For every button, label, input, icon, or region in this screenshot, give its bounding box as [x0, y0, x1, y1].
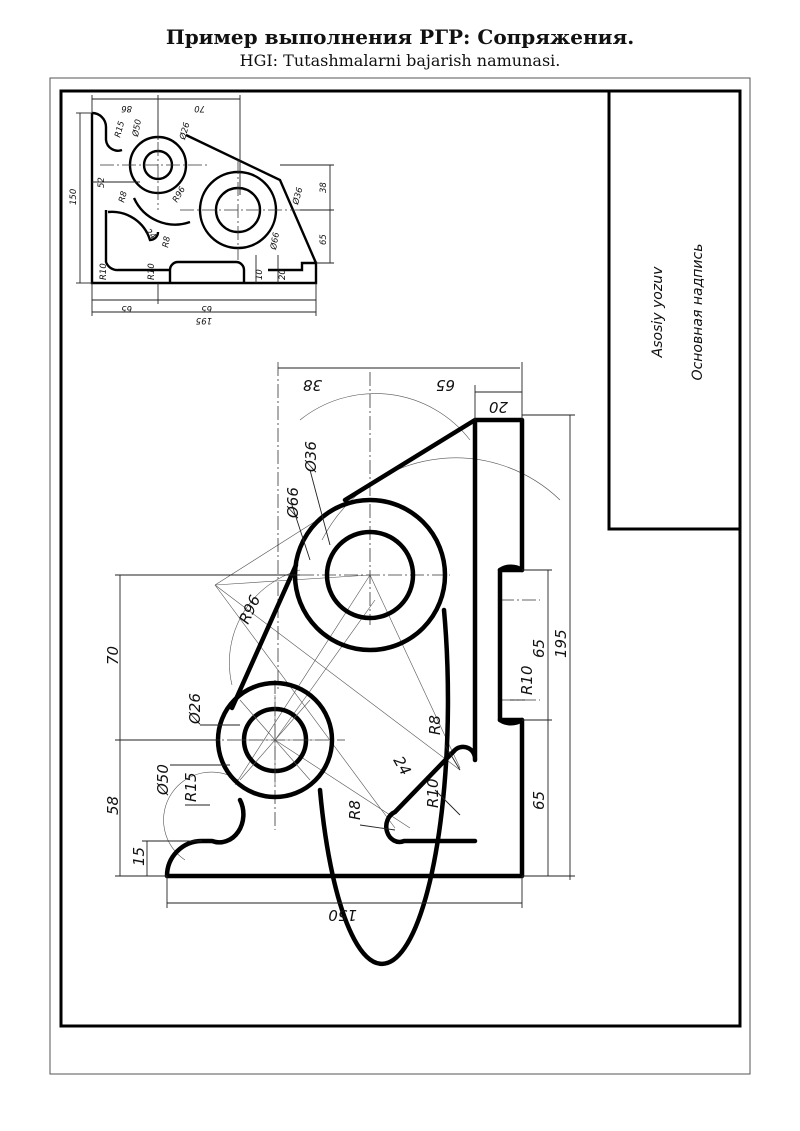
- dim-195: 195: [552, 629, 570, 658]
- thumb-slot: [168, 260, 246, 283]
- main-drawing: 38 65 20 Ø66 Ø36 R96 70 Ø26 Ø50 R15 58 1…: [104, 362, 575, 967]
- dim-r15: R15: [182, 772, 200, 802]
- construction-lines: [163, 393, 561, 861]
- thumb-dim-r8-lower: R8: [161, 235, 173, 248]
- thumb-dim-r10: R10: [99, 263, 109, 280]
- thumb-dim-dia-50: Ø50: [130, 118, 144, 138]
- title-block: [607, 89, 742, 531]
- thumb-dim-20: 20: [278, 269, 288, 280]
- thumb-dim-195: 195: [196, 315, 212, 325]
- thumb-dim-38: 38: [319, 182, 329, 193]
- page-subtitle: HGI: Tutashmalarni bajarish namunasi.: [239, 51, 561, 70]
- dim-65-top: 65: [436, 376, 455, 394]
- thumb-dim-r10-slot: R10: [147, 263, 157, 280]
- thumbnail-drawing: 86 70 R15 Ø50 Ø26 150 52 R8 R96 Ø36 38 2…: [69, 95, 334, 325]
- page-title: Пример выполнения РГР: Сопряжения.: [165, 25, 635, 49]
- thumb-r96-arc: [132, 197, 191, 226]
- dim-20: 20: [489, 398, 508, 416]
- dim-r8-upper: R8: [426, 715, 444, 735]
- large-hole-circle: [324, 529, 416, 621]
- thumb-dim-10: 10: [255, 269, 265, 280]
- thumb-dim-r15: R15: [113, 120, 127, 139]
- dimension-lines: [115, 362, 575, 908]
- title-block-line1: Asosiy yozuv: [650, 266, 666, 358]
- dim-24: 24: [390, 753, 415, 779]
- dim-65-bottom: 65: [530, 791, 548, 810]
- dim-dia-50: Ø50: [154, 764, 172, 796]
- thumb-dim-65-mid: 65: [201, 303, 212, 313]
- thumb-dim-86: 86: [121, 103, 132, 113]
- thumb-center-lines: [100, 120, 300, 260]
- dim-r10-slot: R10: [518, 665, 536, 695]
- thumb-dim-65-left: 65: [121, 303, 132, 313]
- small-hole-rays: [228, 695, 322, 785]
- sheet-outline: [49, 77, 751, 1075]
- thumb-dim-dia-36: Ø36: [290, 185, 306, 206]
- dim-65-slot: 65: [530, 639, 548, 658]
- page-header: Пример выполнения РГР: Сопряжения. HGI: …: [0, 24, 800, 72]
- dim-58: 58: [104, 796, 122, 815]
- thumb-dim-dia-66: Ø66: [268, 231, 282, 252]
- dim-r10-inner: R10: [424, 778, 442, 808]
- dim-38: 38: [303, 376, 322, 394]
- thumb-dimension-lines: [76, 95, 334, 316]
- dim-15: 15: [130, 847, 148, 866]
- slot-bottom-arc: [497, 717, 525, 726]
- dim-70: 70: [104, 646, 122, 665]
- dim-dia-66: Ø66: [284, 487, 302, 519]
- dim-dia-26: Ø26: [186, 693, 204, 725]
- thumb-dim-150: 150: [69, 189, 79, 205]
- slot-top-arc: [497, 564, 525, 573]
- thumb-dim-dia-26: Ø26: [177, 120, 193, 141]
- drawing-frame: [59, 89, 742, 1028]
- thumb-dim-52: 52: [97, 177, 107, 188]
- part-outline: [164, 417, 525, 967]
- thumb-dimension-labels: 86 70 R15 Ø50 Ø26 150 52 R8 R96 Ø36 38 2…: [69, 103, 329, 325]
- thumb-dim-70: 70: [194, 103, 205, 113]
- thumb-dim-65-right: 65: [319, 234, 329, 245]
- thumb-dim-r8: R8: [117, 190, 130, 204]
- dim-dia-36: Ø36: [302, 441, 320, 473]
- title-block-line2: Основная надпись: [690, 244, 706, 381]
- dim-150: 150: [328, 906, 357, 924]
- dim-r8-lower: R8: [346, 800, 364, 820]
- dim-r96: R96: [235, 592, 264, 626]
